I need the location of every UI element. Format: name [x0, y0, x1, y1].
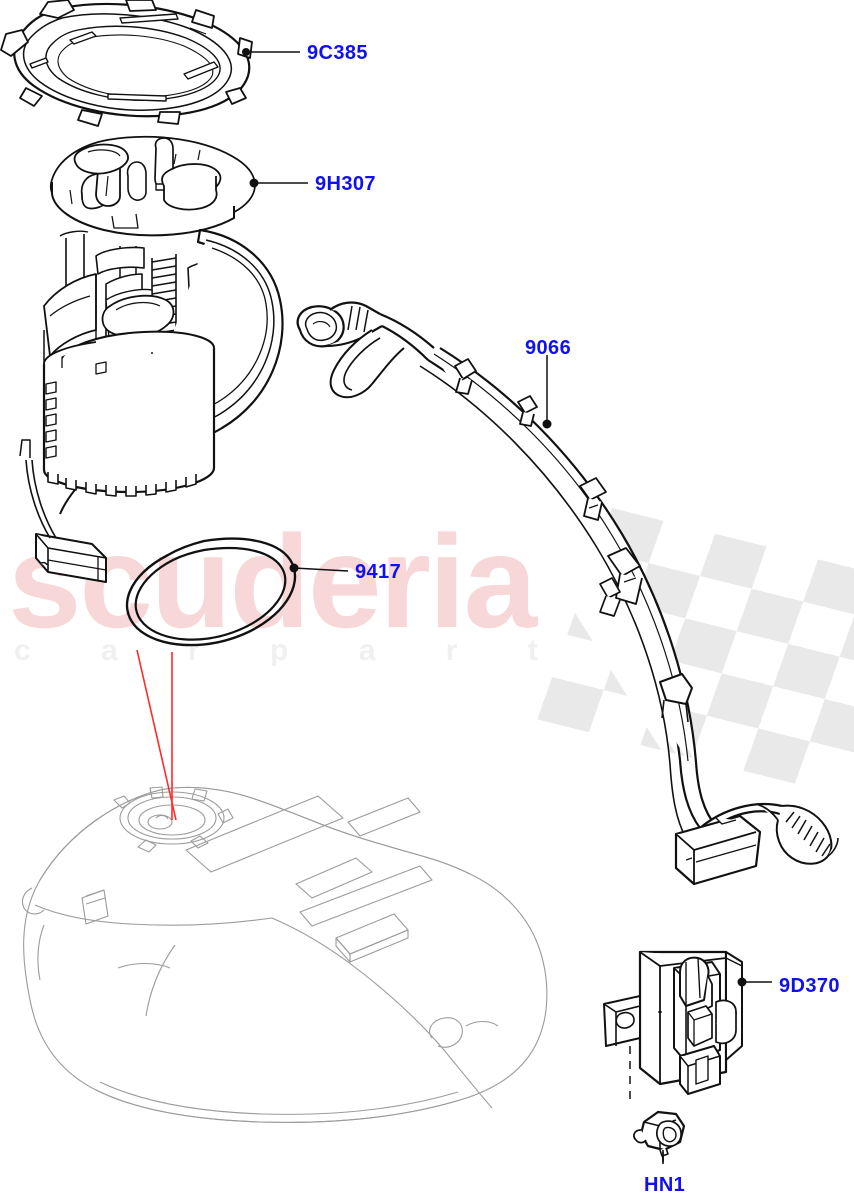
fuel-filler-pipe — [296, 301, 839, 886]
assembly-alignment-lines — [136, 649, 177, 821]
leader-9417 — [289, 563, 349, 573]
leader-9c385 — [242, 48, 300, 56]
fuel-pump-lock-ring — [0, 0, 253, 127]
part-label-9417[interactable]: 9417 — [355, 561, 402, 583]
control-module-bracket — [603, 950, 743, 1095]
watermark-tagline-text: c a r p a r t s — [14, 634, 656, 667]
fuel-pump-module — [19, 135, 284, 583]
watermark-brand-text: scuderia — [8, 508, 537, 655]
part-label-9066[interactable]: 9066 — [525, 337, 572, 359]
hex-nut — [633, 1110, 686, 1157]
part-label-9h307[interactable]: 9H307 — [315, 173, 376, 195]
tank-pump-aperture — [113, 786, 234, 853]
fuel-pump-seal-ring — [125, 537, 297, 647]
fuel-tank — [21, 786, 548, 1123]
part-label-hn1[interactable]: HN1 — [644, 1174, 686, 1196]
leader-9d370 — [737, 977, 772, 987]
part-label-9c385[interactable]: 9C385 — [307, 42, 368, 64]
part-label-9d370[interactable]: 9D370 — [779, 975, 840, 997]
leader-9066 — [542, 355, 552, 429]
leader-9h307 — [249, 178, 308, 188]
